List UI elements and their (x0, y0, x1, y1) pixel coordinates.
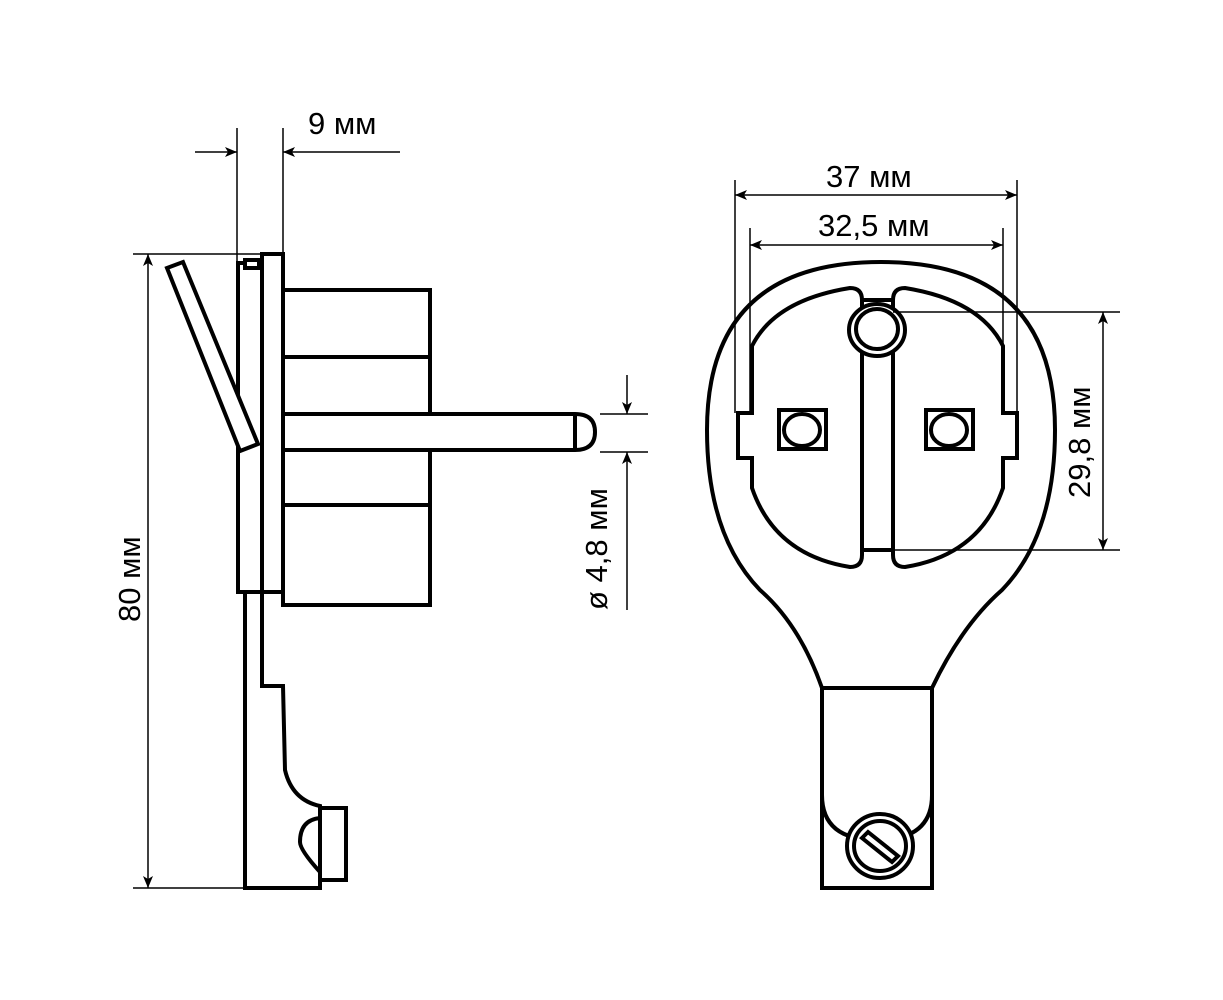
pin-side (281, 412, 598, 452)
left-socket-hole (782, 412, 822, 448)
front-plate (260, 252, 285, 594)
right-socket-hole (929, 412, 969, 448)
handle-side (243, 590, 322, 890)
cable-clamp-side (318, 806, 348, 882)
dim-outer-width-label: 37 мм (826, 159, 912, 194)
dim-contact-height-label: 29,8 мм (1062, 386, 1097, 498)
dim-outer-width: 37 мм (734, 159, 1018, 413)
dim-thickness-label: 9 мм (308, 106, 376, 141)
dim-pin-spacing-label: 32,5 мм (818, 208, 930, 243)
dim-height-label: 80 мм (112, 536, 147, 622)
dim-pin-diameter-label: ø 4,8 мм (579, 488, 614, 610)
dim-pin-diameter: ø 4,8 мм (579, 375, 648, 610)
tilted-flap (164, 259, 261, 454)
dim-height: 80 мм (112, 253, 262, 889)
side-view (164, 252, 598, 890)
dim-thickness: 9 мм (195, 106, 400, 262)
dim-contact-height: 29,8 мм (893, 311, 1120, 551)
front-view (704, 259, 1058, 890)
ground-hole (854, 307, 900, 351)
dim-pin-spacing: 32,5 мм (749, 208, 1004, 413)
